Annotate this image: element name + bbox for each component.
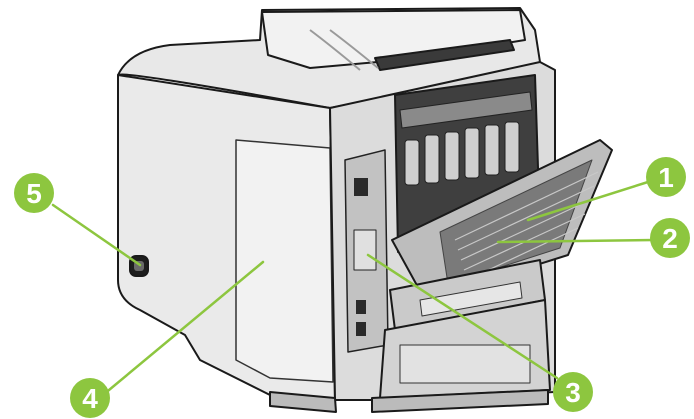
callout-1: 1: [646, 157, 686, 197]
callout-1-label: 1: [658, 162, 674, 193]
leader-line-1: [526, 180, 650, 222]
callout-5: 5: [14, 173, 54, 213]
output-tray-vent: [374, 39, 515, 71]
leader-lines: [51, 180, 656, 397]
leader-line-3: [366, 253, 559, 380]
callout-4-label: 4: [82, 383, 98, 414]
printer-illustration: [117, 7, 613, 413]
fuser-levers: [404, 121, 520, 186]
leader-line-2: [496, 238, 656, 244]
side-access-cover: [235, 139, 334, 383]
callout-4: 4: [70, 378, 110, 418]
leader-line-4: [101, 260, 265, 397]
callout-2: 2: [650, 218, 690, 258]
leader-line-5: [51, 203, 142, 267]
printer-foot-left: [269, 391, 337, 413]
callout-2-label: 2: [662, 223, 678, 254]
printer-foot-right: [371, 389, 549, 413]
rear-output-bin-grille: [439, 159, 593, 285]
callout-5-label: 5: [26, 178, 42, 209]
callout-3-label: 3: [565, 377, 581, 408]
callout-3: 3: [553, 372, 593, 412]
